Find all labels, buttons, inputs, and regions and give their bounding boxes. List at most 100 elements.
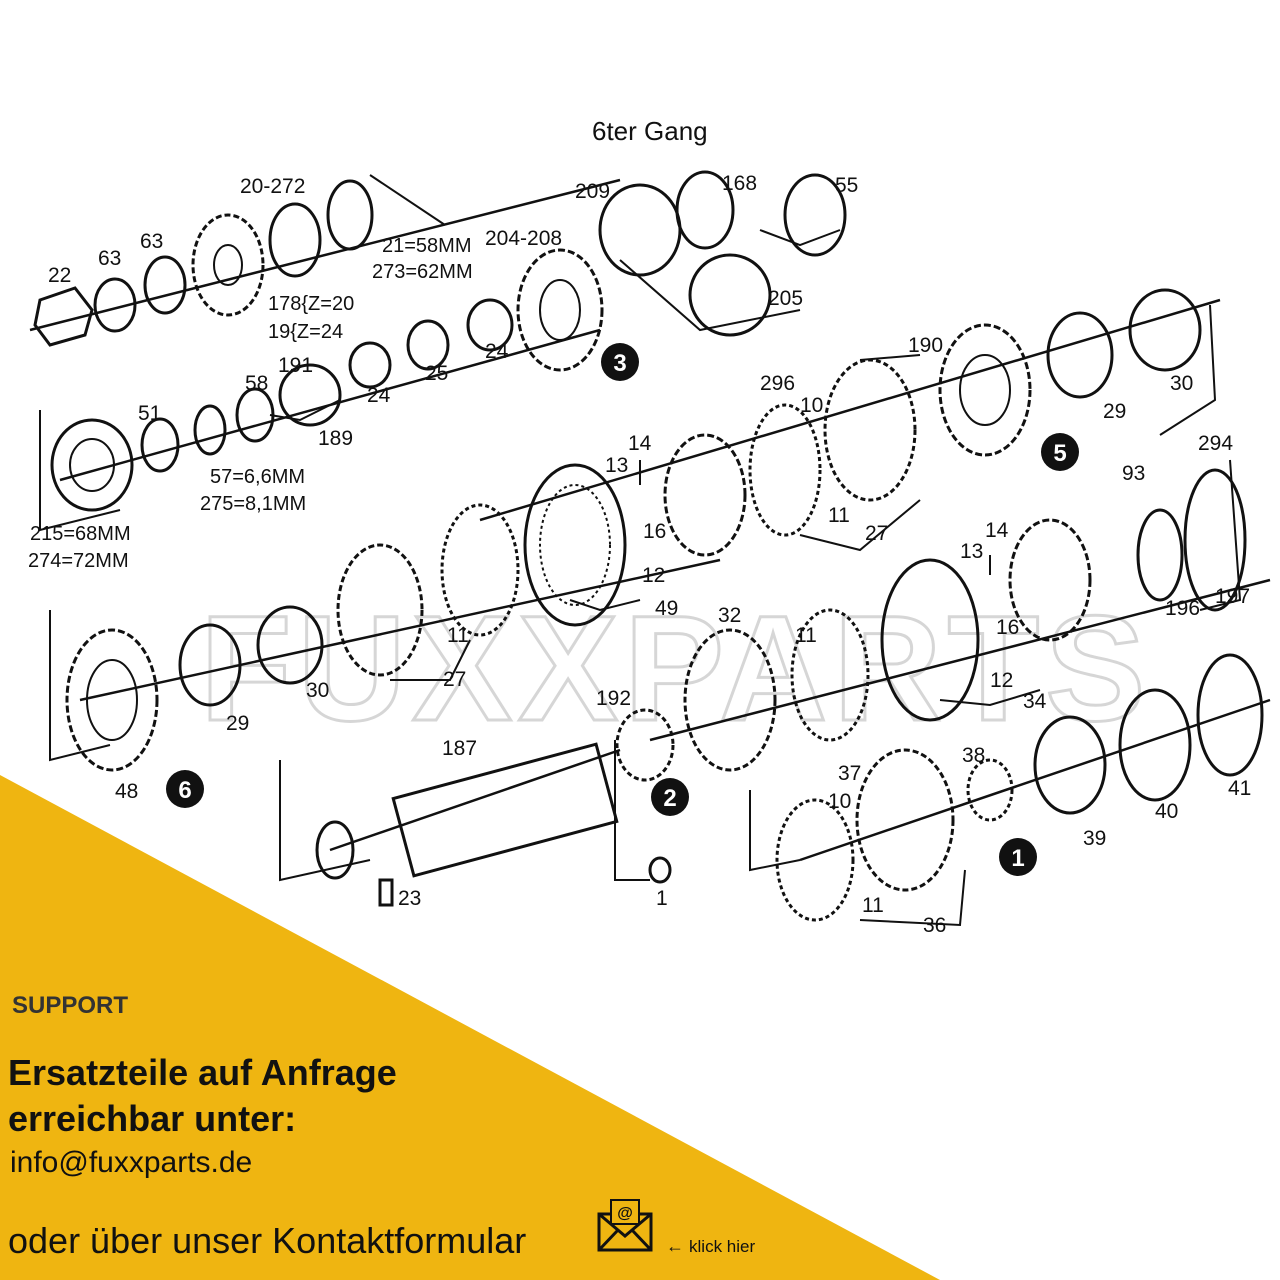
contact-form-text: oder über unser Kontaktformular bbox=[8, 1220, 527, 1261]
part-label: 37 bbox=[838, 762, 861, 785]
ring-93 bbox=[1136, 508, 1184, 602]
main-shaft-187 bbox=[391, 742, 619, 878]
gear-16 bbox=[663, 433, 747, 557]
part-label: 192 bbox=[596, 687, 631, 710]
part-label: 21=58MM bbox=[382, 235, 472, 257]
synchro-27b bbox=[336, 543, 424, 677]
part-label: 168 bbox=[722, 172, 757, 195]
gear-48 bbox=[65, 628, 159, 772]
part-label: 209 bbox=[575, 180, 610, 203]
part-label: 29 bbox=[1103, 400, 1126, 423]
shaft-lines bbox=[29, 174, 1271, 927]
support-heading: SUPPORT bbox=[12, 992, 129, 1019]
sleeve-191 bbox=[278, 363, 342, 427]
part-label: 24 bbox=[367, 384, 391, 407]
part-label: 30 bbox=[306, 679, 329, 702]
click-here-link[interactable]: ← klick hier bbox=[666, 1236, 755, 1257]
hub-12b bbox=[880, 558, 980, 722]
svg-text:@: @ bbox=[617, 1205, 633, 1222]
part-label: 189 bbox=[318, 427, 353, 450]
part-label: 48 bbox=[115, 780, 138, 803]
part-label: 11 bbox=[795, 624, 817, 647]
svg-text:5: 5 bbox=[1053, 440, 1066, 467]
badge-2: 2 bbox=[651, 778, 689, 816]
part-label: 57=6,6MM bbox=[210, 466, 305, 488]
part-label: 1 bbox=[656, 887, 668, 910]
part-label: 25 bbox=[425, 362, 448, 385]
ring-168 bbox=[675, 170, 735, 250]
ring-55 bbox=[783, 173, 847, 257]
diagram-title: 6ter Gang bbox=[592, 116, 708, 146]
row1-parts bbox=[33, 170, 847, 347]
mail-envelope-icon[interactable]: @ bbox=[596, 1196, 654, 1254]
ring-40 bbox=[1118, 688, 1192, 802]
part-label: 197 bbox=[1215, 585, 1250, 608]
bearing-39 bbox=[1033, 715, 1107, 815]
part-label: 22 bbox=[48, 264, 71, 287]
ring-25 bbox=[406, 319, 450, 371]
bearing-215 bbox=[50, 418, 134, 512]
nut-22 bbox=[33, 286, 94, 347]
badge-3: 3 bbox=[601, 343, 639, 381]
ring-58 bbox=[235, 387, 275, 443]
ring-51 bbox=[140, 417, 180, 473]
ring-294 bbox=[1183, 468, 1247, 612]
part-label: 11 bbox=[862, 894, 884, 917]
part-label: 32 bbox=[718, 604, 741, 627]
bushing-30 bbox=[1128, 288, 1202, 372]
gear-204-208 bbox=[516, 248, 604, 372]
part-label: 34 bbox=[1023, 690, 1047, 713]
gear-190 bbox=[938, 323, 1032, 457]
washer-63b bbox=[143, 255, 187, 315]
bushing-30b bbox=[256, 605, 324, 685]
ring-24b bbox=[348, 341, 392, 389]
part-label: 215=68MM bbox=[30, 523, 131, 545]
part-label: 16 bbox=[996, 616, 1019, 639]
part-label: 274=72MM bbox=[28, 550, 129, 572]
support-email-link[interactable]: info@fuxxparts.de bbox=[10, 1146, 253, 1179]
ring-11a bbox=[440, 503, 520, 637]
part-label: 27 bbox=[865, 522, 888, 545]
cap-1 bbox=[648, 856, 672, 884]
left-arrow-icon: ← bbox=[666, 1236, 690, 1256]
part-label: 55 bbox=[835, 174, 858, 197]
ring-41 bbox=[1196, 653, 1264, 777]
watermark: FUXXPARTS bbox=[199, 583, 1147, 754]
bearing-29 bbox=[1046, 311, 1114, 399]
part-label: 51 bbox=[138, 402, 161, 425]
part-label: 13 bbox=[960, 540, 983, 563]
gear-38 bbox=[966, 758, 1014, 822]
svg-text:1: 1 bbox=[1011, 845, 1024, 872]
part-label: 275=8,1MM bbox=[200, 493, 306, 515]
ring-189 bbox=[193, 404, 227, 456]
part-label: 190 bbox=[908, 334, 943, 357]
ring-21 bbox=[268, 202, 322, 278]
part-label: 294 bbox=[1198, 432, 1233, 455]
request-line-1: Ersatzteile auf Anfrage bbox=[8, 1052, 397, 1093]
sleeve-273 bbox=[326, 179, 374, 251]
part-label: 14 bbox=[628, 432, 652, 455]
part-label: 58 bbox=[245, 372, 268, 395]
svg-text:2: 2 bbox=[663, 785, 676, 812]
part-label: 93 bbox=[1122, 462, 1145, 485]
part-label: 12 bbox=[642, 564, 665, 587]
part-label: 24 bbox=[485, 340, 509, 363]
washer-63a bbox=[93, 277, 137, 333]
gear-192 bbox=[615, 708, 675, 782]
row3-parts bbox=[336, 288, 1247, 677]
part-labels: 22 63 63 20-272 21=58MM 273=62MM 178{Z=2… bbox=[28, 172, 1251, 937]
part-label: 11 bbox=[828, 504, 850, 527]
part-label: 19{Z=24 bbox=[268, 321, 343, 343]
row2-parts bbox=[50, 248, 604, 512]
part-label: 204-208 bbox=[485, 227, 562, 250]
part-label: 14 bbox=[985, 519, 1009, 542]
part-label: 40 bbox=[1155, 800, 1178, 823]
part-label: 41 bbox=[1228, 777, 1251, 800]
ring-296 bbox=[748, 403, 822, 537]
part-label: 49 bbox=[655, 597, 678, 620]
click-here-label: klick hier bbox=[689, 1237, 756, 1256]
part-label: 39 bbox=[1083, 827, 1106, 850]
part-label: 27 bbox=[443, 668, 466, 691]
